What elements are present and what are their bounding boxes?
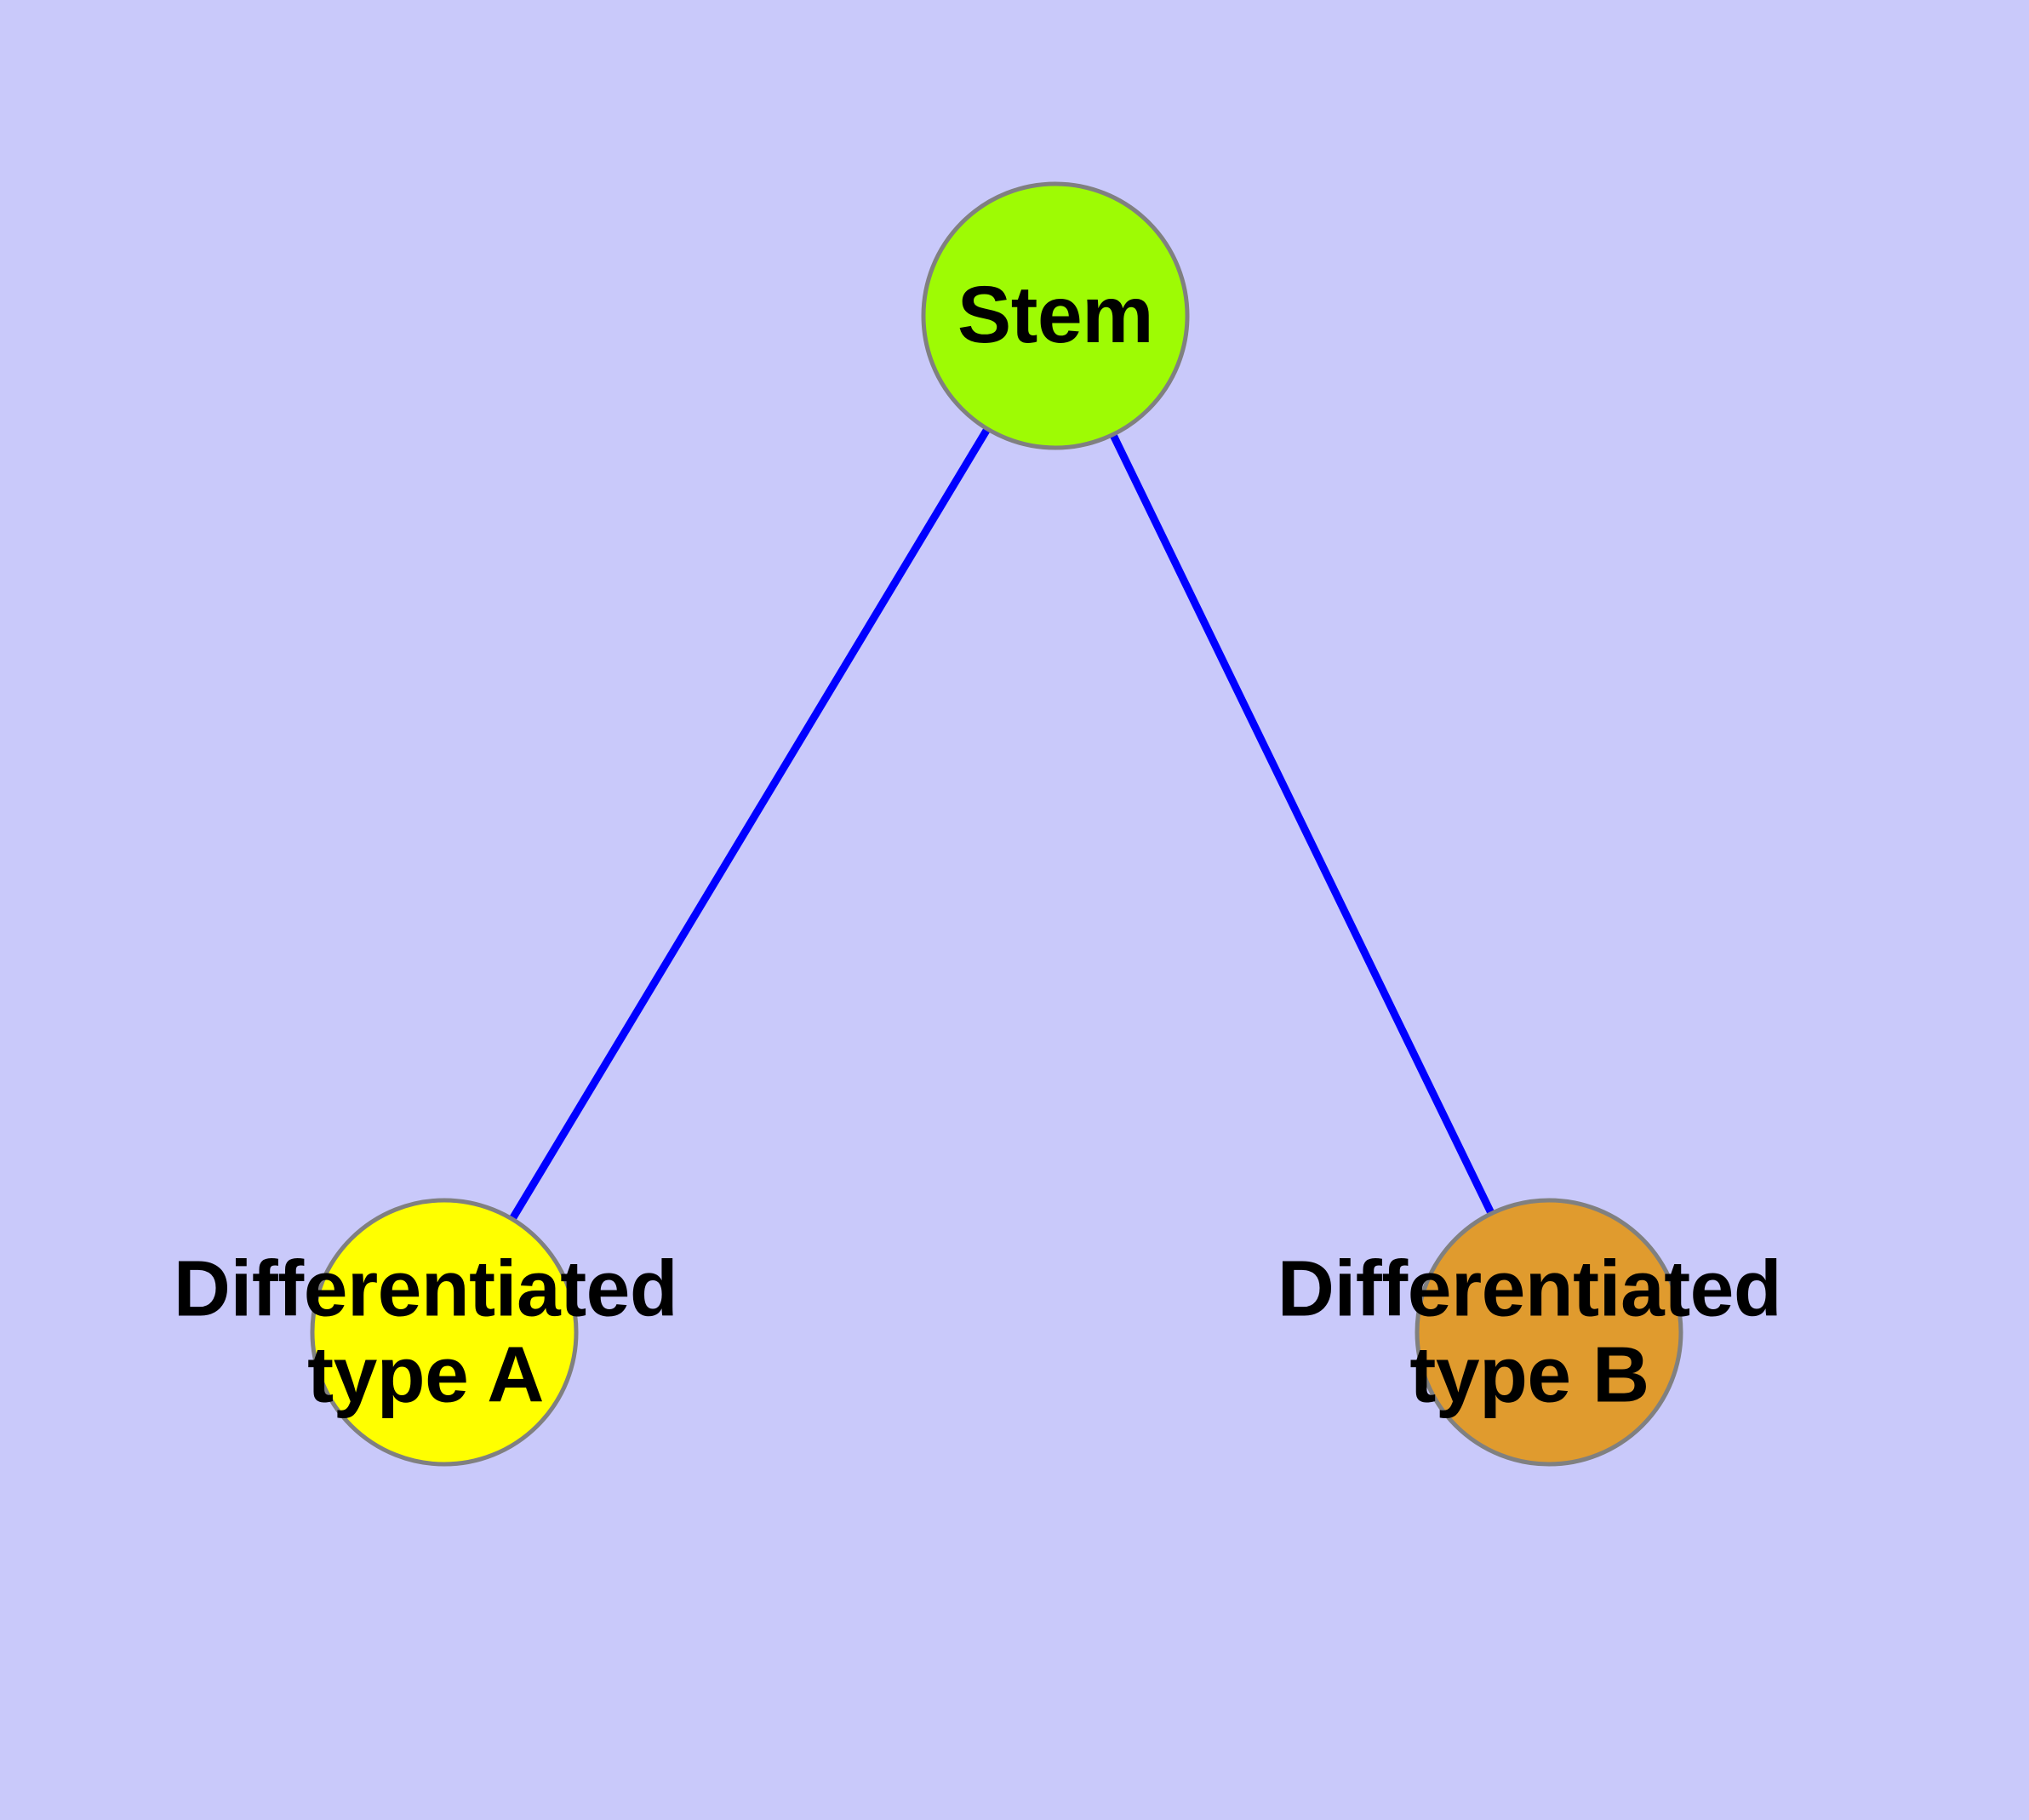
node-circle-diff-b[interactable]: [1415, 1198, 1683, 1467]
node-circle-diff-a[interactable]: [310, 1198, 579, 1467]
edge-stem-to-diff-b: [1106, 425, 1499, 1223]
edges-group: [504, 419, 1499, 1229]
nodes-group: [310, 181, 1683, 1467]
node-circle-stem[interactable]: [921, 181, 1190, 450]
edge-stem-to-diff-a: [504, 419, 996, 1229]
